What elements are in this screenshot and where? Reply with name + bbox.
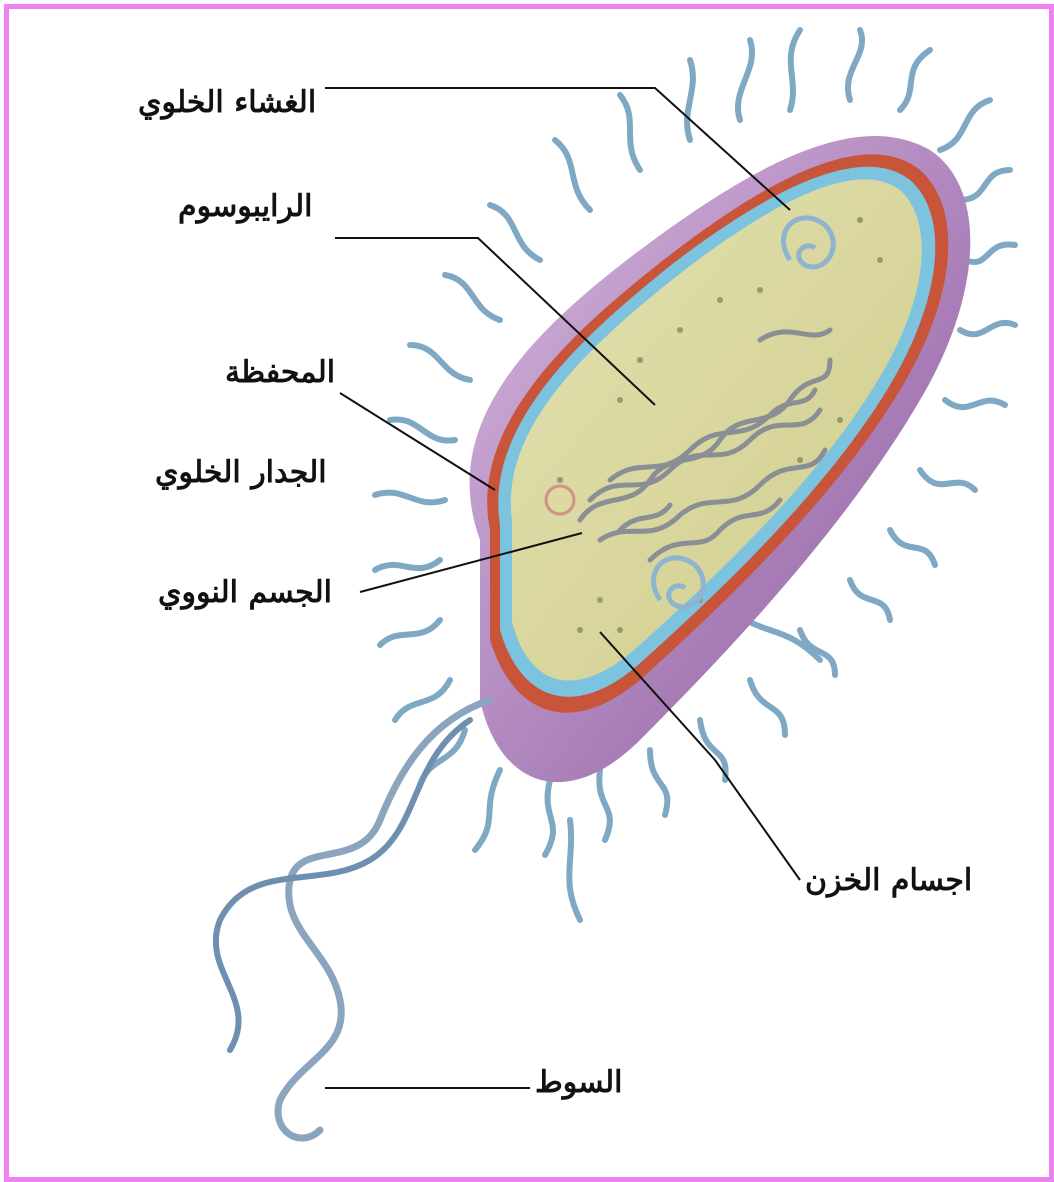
- label-cell-membrane: الغشاء الخلوي: [138, 88, 316, 118]
- label-nucleoid: الجسم النووي: [158, 578, 332, 608]
- leader-capsule: [340, 393, 495, 490]
- label-ribosome: الرايبوسوم: [178, 192, 312, 222]
- flagellum-shape: [278, 700, 490, 1138]
- leader-cell-membrane: [325, 88, 790, 210]
- label-storage-granules: اجسام الخزن: [805, 866, 972, 896]
- label-cell-wall: الجدار الخلوي: [155, 458, 327, 488]
- label-flagellum: السوط: [535, 1068, 622, 1098]
- label-capsule: المحفظة: [225, 358, 335, 388]
